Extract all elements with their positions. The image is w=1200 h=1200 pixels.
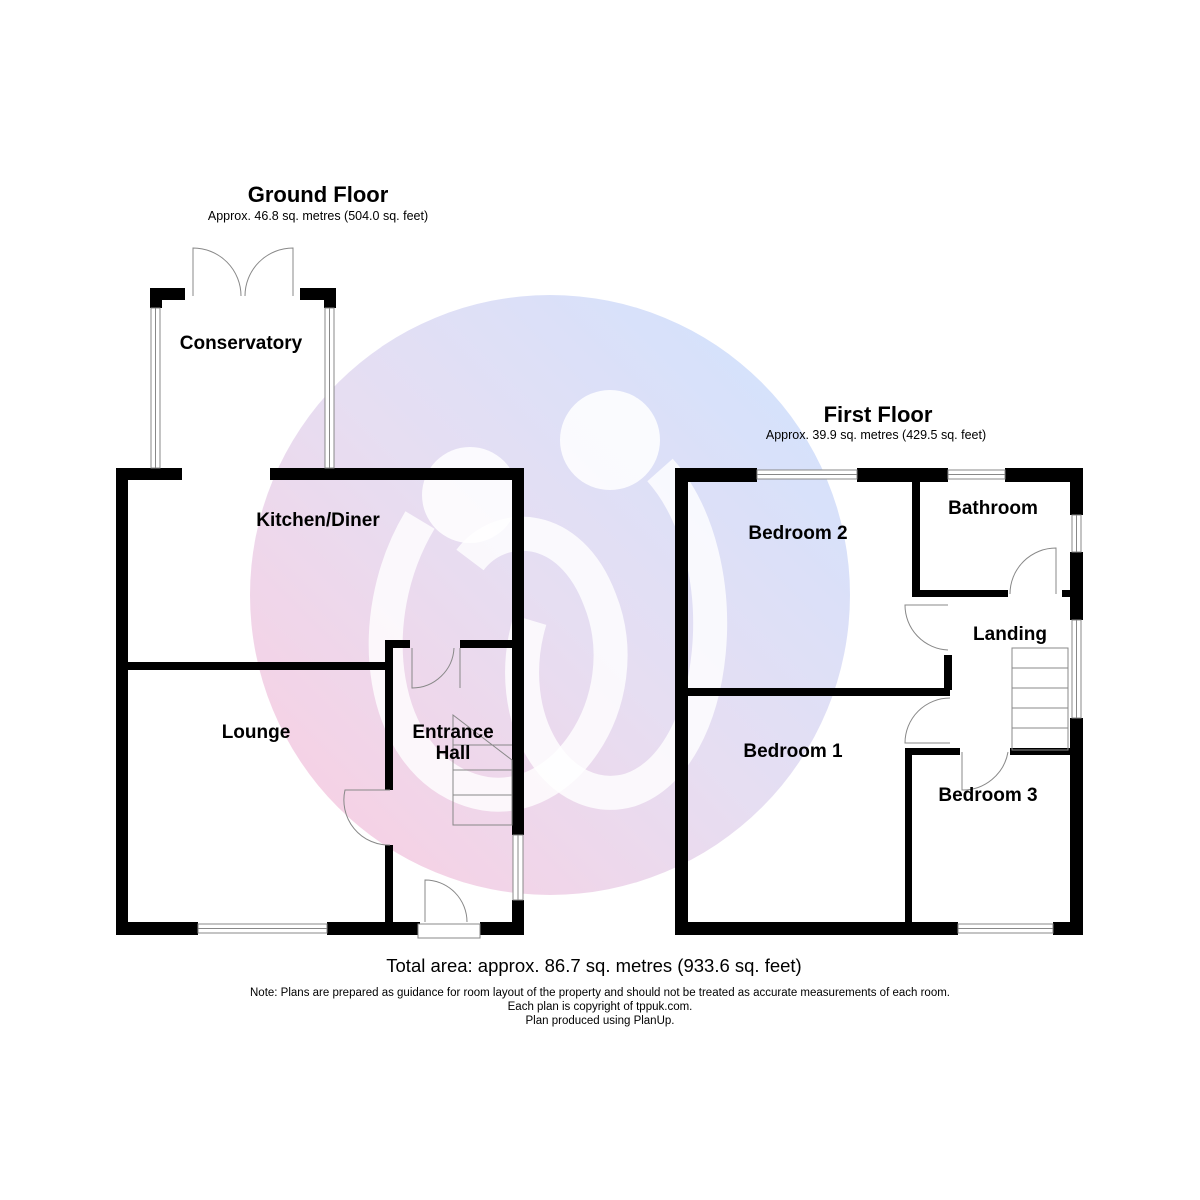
room-label-conservatory: Conservatory — [179, 333, 303, 354]
room-label-bathroom: Bathroom — [948, 498, 1038, 519]
ground-floor-walls — [116, 288, 524, 935]
first-floor-walls — [675, 468, 1083, 935]
watermark-logo — [250, 295, 850, 895]
room-label-bedroom-1: Bedroom 1 — [743, 741, 843, 762]
room-label-line: Entrance — [412, 722, 494, 743]
ground-floor-area: Approx. 46.8 sq. metres (504.0 sq. feet) — [207, 209, 429, 223]
first-floor-title: First Floor — [823, 402, 933, 427]
room-label-line: Hall — [435, 743, 471, 764]
first-floor-area: Approx. 39.9 sq. metres (429.5 sq. feet) — [765, 428, 987, 442]
disclaimer-produced: Plan produced using PlanUp. — [525, 1015, 675, 1027]
room-label-entrance-hall: Entrance Hall — [412, 722, 493, 764]
room-label-bedroom-2: Bedroom 2 — [748, 523, 848, 544]
disclaimer-copyright: Each plan is copyright of tppuk.com. — [507, 1001, 693, 1013]
ground-floor-title: Ground Floor — [247, 182, 389, 207]
total-area: Total area: approx. 86.7 sq. metres (933… — [386, 955, 802, 976]
room-label-lounge: Lounge — [221, 722, 291, 743]
ground-floor-windows-doors — [150, 247, 524, 939]
room-label-bedroom-3: Bedroom 3 — [938, 785, 1038, 806]
disclaimer-note: Note: Plans are prepared as guidance for… — [250, 987, 950, 999]
room-label-kitchen-diner: Kitchen/Diner — [256, 510, 380, 531]
room-label-landing: Landing — [973, 624, 1047, 645]
disclaimer: Note: Plans are prepared as guidance for… — [250, 986, 950, 1028]
first-floor-windows-doors — [756, 469, 1082, 934]
